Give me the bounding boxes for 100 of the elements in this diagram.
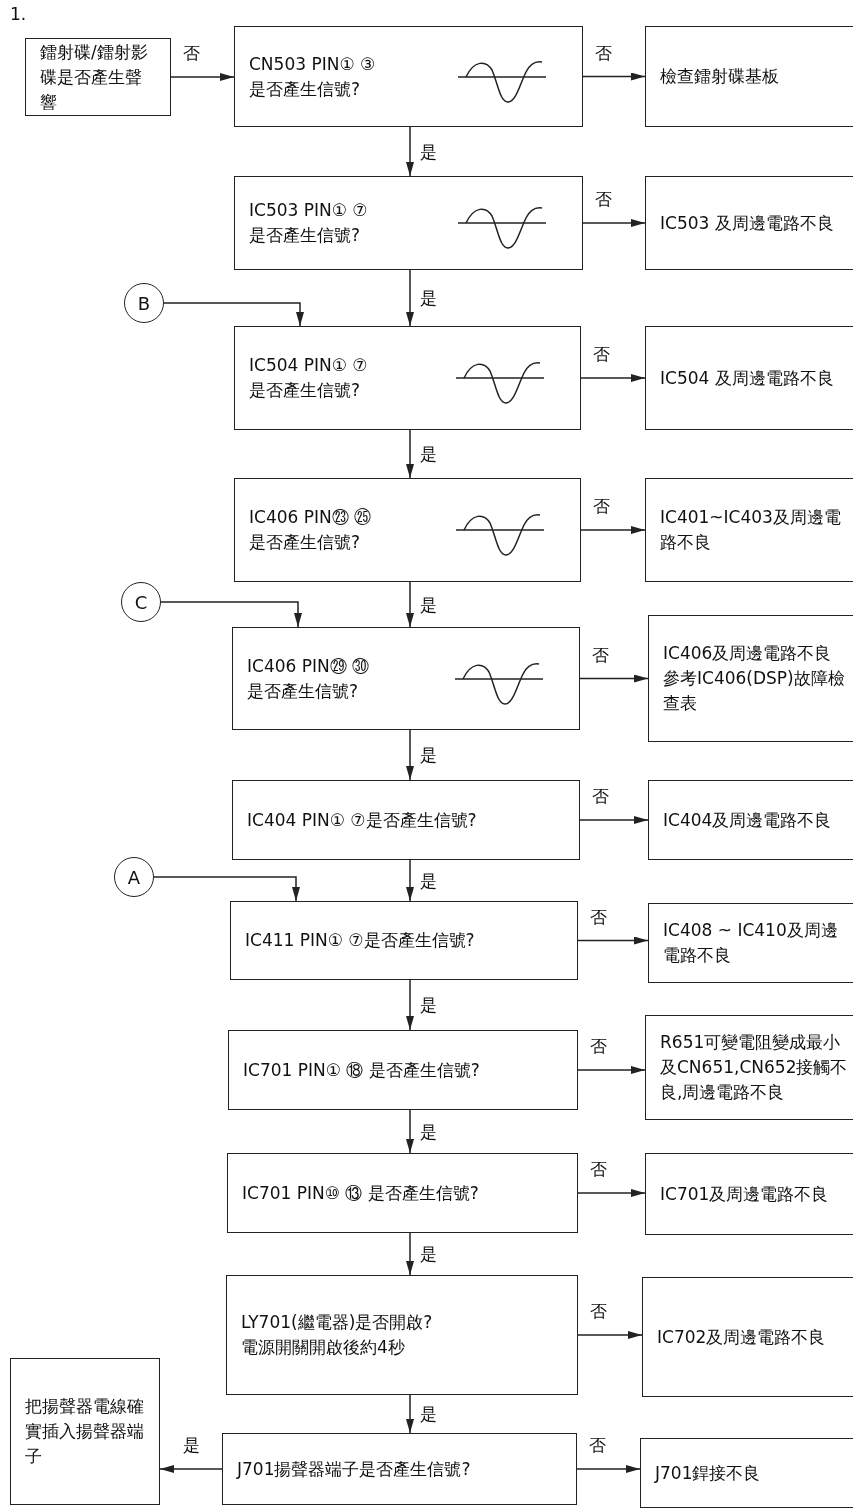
edge-label: 否: [181, 43, 202, 63]
box-text: IC411 PIN① ⑦是否產生信號?: [245, 929, 476, 952]
process-box: [230, 901, 578, 980]
process-box: [234, 478, 581, 582]
box-text: J701揚聲器端子是否產生信號?: [237, 1457, 472, 1481]
process-box: [25, 38, 171, 116]
box-text: 檢查鐳射碟基板: [660, 65, 780, 88]
box-text: 參考IC406(DSP)故障檢查表: [663, 667, 846, 715]
edge-label: 否: [588, 1159, 609, 1179]
process-box: [645, 26, 853, 127]
edge-label: 是: [418, 594, 439, 615]
connector-circle: [121, 582, 161, 622]
arrow: [579, 816, 649, 824]
box-text: IC406 PIN㉙ ㉚: [247, 654, 371, 678]
connector-circle: [124, 283, 164, 323]
box-text: R651可變電阻變成最小及CN651,CN652接觸不良,周邊電路不良: [660, 1031, 849, 1104]
arrow: [577, 1331, 643, 1339]
edge-label: 否: [591, 496, 612, 516]
edge-label: 是: [418, 141, 439, 162]
edge-label: 是: [418, 444, 439, 464]
box-text: IC701 PIN⑩ ⑬ 是否產生信號?: [242, 1181, 480, 1205]
arrow: [406, 269, 414, 327]
box-text: IC404 PIN① ⑦是否產生信號?: [247, 808, 478, 832]
box-text: IC404及周邊電路不良: [663, 808, 833, 832]
process-box: [10, 1358, 160, 1505]
edge-label: 是: [181, 1435, 202, 1455]
box-text: CN503 PIN① ③: [249, 52, 377, 76]
box-text: 是否產生信號?: [247, 679, 360, 703]
box-text: 電源開關開啟後約4秒: [241, 1336, 406, 1359]
box-text: IC504 及周邊電路不良: [660, 366, 835, 390]
arrow: [406, 126, 414, 177]
box-text: 是否產生信號?: [249, 77, 362, 101]
arrow: [582, 72, 646, 81]
edge-label: 是: [418, 1404, 439, 1424]
box-text: 是否產生信號?: [249, 531, 362, 554]
box-text: IC701及周邊電路不良: [660, 1182, 830, 1206]
box-text: J701銲接不良: [655, 1461, 762, 1485]
arrow: [580, 374, 646, 382]
process-box: [226, 1275, 578, 1395]
edge-label: 否: [587, 1435, 608, 1455]
box-text: 是否產生信號?: [249, 224, 362, 247]
arrow: [579, 674, 649, 683]
connector-letter: B: [137, 291, 151, 316]
edge-label: 是: [418, 870, 439, 891]
arrow: [406, 729, 414, 781]
process-box: [648, 615, 853, 742]
arrow: [580, 526, 646, 534]
box-text: IC702及周邊電路不良: [657, 1325, 827, 1349]
arrow: [406, 979, 414, 1031]
process-box: [234, 176, 583, 270]
box-text: 是否產生信號?: [249, 379, 362, 402]
process-box: [648, 903, 853, 983]
edge-label: 是: [418, 1244, 439, 1264]
box-text: IC503 及周邊電路不良: [660, 211, 835, 235]
box-text: IC406及周邊電路不良: [663, 642, 833, 665]
process-box: [648, 780, 853, 860]
arrow: [582, 219, 646, 227]
edge-label: 是: [418, 995, 439, 1015]
arrow: [406, 1232, 414, 1276]
box-text: IC503 PIN① ⑦: [249, 199, 369, 222]
connector-letter: C: [134, 590, 148, 615]
edge-label: 是: [418, 745, 439, 765]
arrow: [577, 936, 649, 945]
arrow: [163, 302, 304, 327]
arrow: [153, 876, 300, 902]
box-text: 鐳射碟/鐳射影碟是否產生聲響: [40, 40, 149, 114]
process-box: [640, 1438, 853, 1508]
box-text: IC408 ~ IC410及周邊電路不良: [663, 919, 839, 967]
arrow: [406, 1394, 414, 1434]
box-text: IC406 PIN㉓ ㉕: [249, 506, 373, 529]
edge-label: 是: [418, 288, 439, 308]
arrow: [160, 601, 302, 628]
edge-label: 否: [590, 786, 611, 806]
arrow: [406, 859, 414, 902]
process-box: [645, 1015, 853, 1120]
process-box: [645, 326, 853, 430]
arrow: [406, 1109, 414, 1154]
box-text: IC401~IC403及周邊電路不良: [660, 506, 842, 554]
edge-label: 否: [591, 344, 612, 364]
process-box: [234, 326, 581, 430]
process-box: [642, 1277, 853, 1397]
connector-letter: A: [127, 865, 141, 890]
edge-label: 否: [593, 189, 614, 209]
arrow: [406, 429, 414, 479]
process-box: [232, 780, 580, 860]
process-box: [232, 627, 580, 730]
process-box: [645, 1153, 853, 1235]
edge-label: 否: [588, 1036, 609, 1056]
box-text: IC701 PIN① ⑱ 是否產生信號?: [243, 1058, 481, 1082]
arrow: [577, 1189, 646, 1197]
process-box: [645, 176, 853, 270]
process-box: [228, 1030, 578, 1110]
edge-label: 是: [418, 1121, 439, 1142]
box-text: IC504 PIN① ⑦: [249, 354, 369, 377]
process-box: [645, 478, 853, 582]
box-text: 把揚聲器電線確實插入揚聲器端子: [25, 1395, 145, 1468]
process-box: [222, 1433, 577, 1505]
edge-label: 否: [588, 1301, 609, 1321]
arrow: [170, 73, 235, 81]
arrow: [577, 1066, 646, 1074]
